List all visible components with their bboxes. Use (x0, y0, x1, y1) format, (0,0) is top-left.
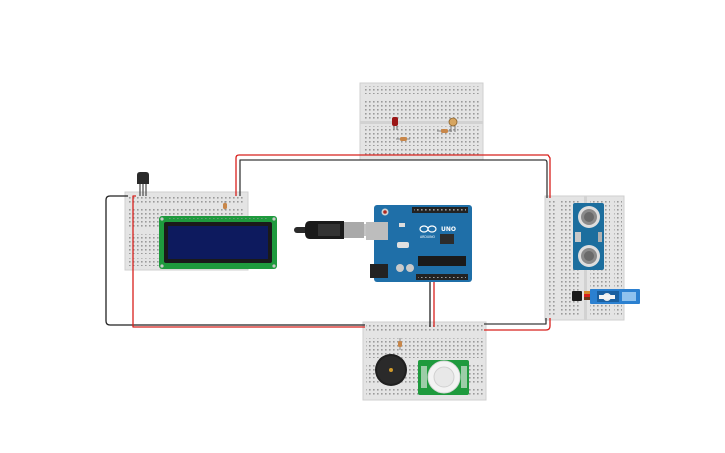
breadboard-top[interactable] (359, 82, 484, 161)
resistor[interactable] (223, 201, 227, 210)
temperature-sensor[interactable] (137, 172, 149, 184)
photoresistor[interactable] (448, 117, 458, 132)
transistor[interactable] (572, 291, 582, 301)
pir-sensor[interactable] (418, 360, 469, 395)
arduino-infinity-icon (419, 225, 437, 233)
wire-red-top-1 (235, 154, 551, 198)
wire-red-left (132, 195, 365, 328)
wire-black-left (105, 195, 365, 326)
servo[interactable] (584, 289, 640, 304)
arduino-uno[interactable] (366, 205, 472, 282)
resistor[interactable] (398, 338, 402, 350)
wire-red-right (484, 318, 551, 331)
usb-cable[interactable] (294, 221, 378, 239)
resistor[interactable] (437, 129, 452, 133)
ultrasonic-sensor[interactable] (573, 203, 604, 270)
arduino-model-label: UNO (441, 226, 456, 233)
arduino-brand-label: ARDUINO (420, 235, 436, 239)
wire-dark-right (484, 318, 547, 325)
resistor[interactable] (396, 137, 410, 141)
wires (105, 154, 551, 331)
led[interactable] (392, 117, 398, 130)
wire-dark-top-2 (239, 159, 548, 198)
lcd-16x2[interactable] (159, 216, 277, 269)
piezo-buzzer[interactable] (375, 354, 407, 386)
